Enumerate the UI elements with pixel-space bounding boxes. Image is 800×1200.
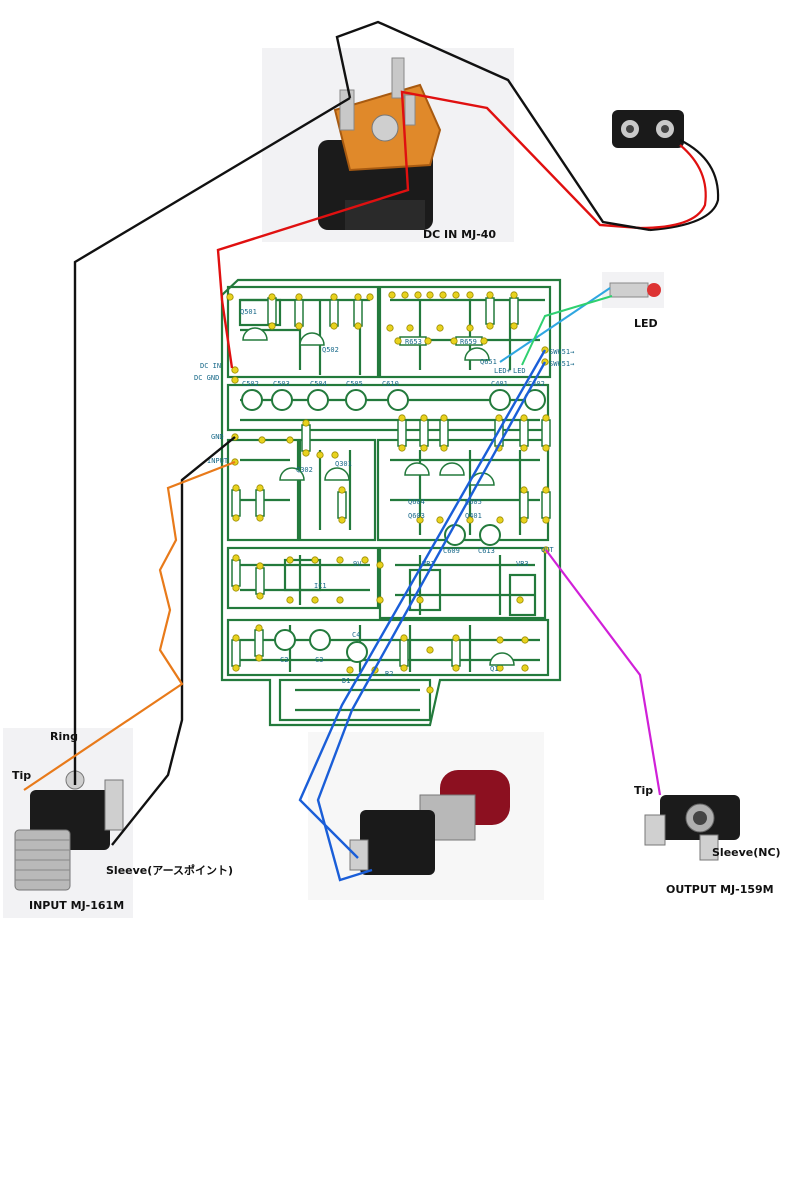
input-jack-illustration [14,770,124,891]
battery-lead-red [639,144,707,230]
wire-blue-b [316,361,547,882]
pcb-ref-c504: C504 [310,380,327,388]
wire-orange-input [23,460,236,791]
pcb-pad-input: INPUT [207,457,229,465]
pcb-electrolytic-caps [241,389,546,663]
pcb-ref-c2: C2 [280,656,289,664]
footswitch-illustration [349,770,510,875]
pcb-ref-q604: Q604 [408,498,425,506]
pcb-ref-q302: Q302 [296,466,313,474]
pcb-ref-q401: Q401 [465,512,482,520]
wire-black-battery [335,20,651,232]
input-sleeve-label: Sleeve(アースポイント) [106,864,234,877]
pcb-ref-q605: Q605 [465,498,482,506]
battery-lead-black [649,139,720,232]
pcb-pad-led-plus: LED+ [494,367,511,375]
pcb-ref-c613: C613 [478,547,495,555]
dc-jack-illustration [318,57,442,230]
pcb-pad-sw651-b: SW651→ [549,360,575,368]
pcb-pad-gnd: GND [211,433,224,441]
pcb-pad-led: LED [513,367,526,375]
led-illustration [602,272,664,308]
pcb-ref-c609: C609 [443,547,460,555]
input-jack-label: INPUT MJ-161M [29,899,125,912]
wire-cyan-led [499,287,611,363]
pcb-ref-ic1: IC1 [314,582,327,590]
pcb-ref-c401: C401 [491,380,508,388]
pcb-ref-c502: C502 [242,380,259,388]
pcb-ref-c610: C610 [382,380,399,388]
wire-green-led [521,295,613,366]
pcb-ref-c402: C402 [528,380,545,388]
pcb-ref-vr3: VR3 [516,560,529,568]
pcb-resistors [231,297,551,667]
pcb-pad-dc-gnd: DC GND [194,374,220,382]
pcb-ref-q301: Q301 [335,460,352,468]
pcb-ref-q651: Q651 [480,358,497,366]
pcb-ref-q1: Q1 [490,665,499,673]
pcb-ref-q603: Q603 [408,512,425,520]
pcb-ref-r653: R653 [405,338,422,346]
pcb-pad-dc-in: DC IN [200,362,222,370]
pcb-ref-c3: C3 [315,656,324,664]
output-tip-label: Tip [634,784,654,797]
pcb-ref-q501: Q501 [240,308,257,316]
pcb-ref-vr1: VR1 [422,560,435,568]
wire-blue-a [298,349,547,859]
pcb-ref-r659: R659 [460,338,477,346]
input-tip-label: Tip [12,769,32,782]
pcb-pad-9v: 9V [353,560,362,568]
led-label: LED [634,317,658,330]
output-sleeve-label: Sleeve(NC) [712,846,781,859]
pcb-transistors [242,327,515,666]
wire-magenta-output [545,549,662,796]
dc-in-label: DC IN MJ-40 [423,228,497,241]
pcb-ref-c503: C503 [273,380,290,388]
battery-snap-illustration [612,110,684,148]
pcb-ref-c505: C505 [346,380,363,388]
input-ring-label: Ring [50,730,78,743]
pcb-pad-sw651-a: SW651→ [549,348,575,356]
wire-black-gnd [111,436,236,846]
pcb-ref-d1: D1 [342,677,351,685]
output-jack-label: OUTPUT MJ-159M [666,883,774,896]
output-jack-illustration [644,795,740,861]
pcb-ref-c4: C4 [352,631,361,639]
pcb-ref-q502: Q502 [322,346,339,354]
wire-black-ring [73,96,351,785]
wire-red [216,90,641,369]
pcb-ref-r2: R2 [385,670,394,678]
